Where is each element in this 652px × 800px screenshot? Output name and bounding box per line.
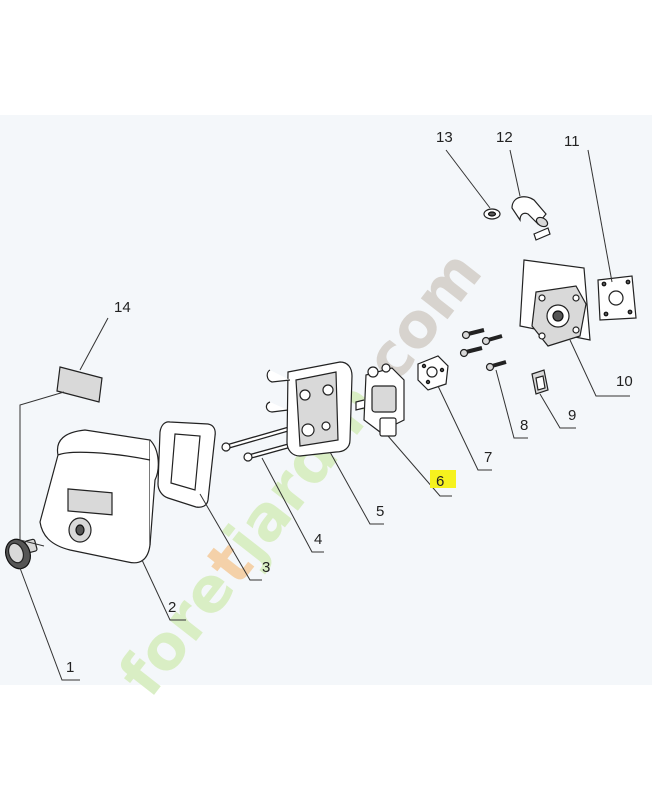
- part-elbow-hose: [511, 196, 551, 241]
- part-intake-manifold: [519, 259, 591, 347]
- part-label-sticker: [56, 366, 103, 403]
- part-filter-base: [265, 361, 353, 457]
- part-flange-gasket: [597, 275, 637, 321]
- callout-13: 13: [436, 129, 453, 146]
- part-screws: [459, 328, 507, 372]
- leader-lines: [19, 149, 630, 681]
- callout-11: 11: [564, 133, 580, 150]
- callout-3: 3: [262, 559, 270, 576]
- callout-1: 1: [66, 659, 74, 676]
- callout-4: 4: [314, 531, 322, 548]
- callout-6-highlight: [430, 470, 456, 488]
- callout-6: 6: [436, 473, 444, 490]
- part-filter-gasket: [157, 421, 216, 508]
- part-filter-cover: [39, 429, 159, 564]
- part-hose-clamp: [483, 208, 501, 220]
- callout-10: 10: [616, 373, 633, 390]
- callout-7: 7: [484, 449, 492, 466]
- callout-2: 2: [168, 599, 176, 616]
- callout-9: 9: [568, 407, 576, 424]
- callout-labels: 1 2 3 4 5 6 7 8 9 10 11 12 13 14: [66, 129, 633, 676]
- part-knob: [5, 538, 38, 570]
- callout-5: 5: [376, 503, 384, 520]
- callout-14: 14: [114, 299, 131, 316]
- part-clip: [531, 369, 549, 395]
- callout-12: 12: [496, 129, 513, 146]
- part-carb-gasket: [417, 355, 449, 391]
- part-carburetor: [355, 363, 405, 437]
- callout-8: 8: [520, 417, 528, 434]
